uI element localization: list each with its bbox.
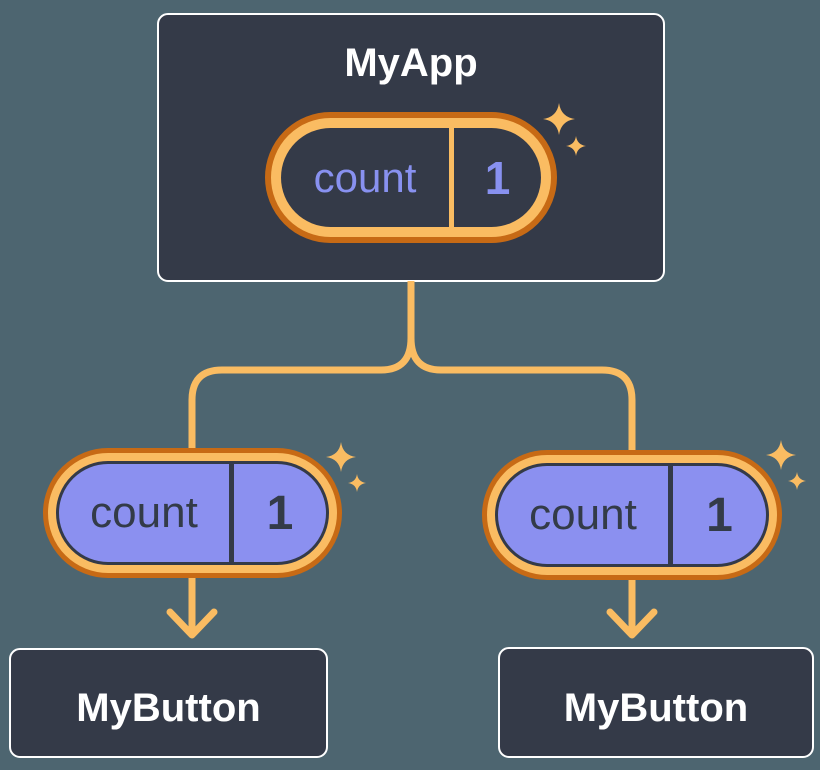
prop-pill-count-right: count 1 — [482, 450, 782, 580]
arrowhead-right-icon — [606, 608, 658, 639]
prop-pill-left-value: 1 — [266, 486, 294, 540]
sparkle-icon — [766, 440, 796, 470]
prop-pill-right-key: count — [529, 490, 637, 539]
prop-pill-left-divider — [229, 464, 234, 562]
state-pill-count: count 1 — [265, 112, 557, 243]
sparkle-icon — [348, 474, 366, 492]
node-myapp-label: MyApp — [344, 41, 478, 85]
node-mybutton-left: MyButton — [9, 648, 328, 758]
sparkle-icon — [326, 442, 356, 472]
node-mybutton-left-label: MyButton — [76, 686, 261, 730]
node-mybutton-right: MyButton — [498, 647, 814, 758]
prop-pill-right-value: 1 — [706, 488, 733, 542]
prop-pill-count-left: count 1 — [43, 448, 342, 578]
sparkle-icon — [788, 472, 806, 490]
prop-pill-right-body: count 1 — [495, 463, 769, 567]
state-pill-body: count 1 — [281, 128, 541, 227]
arrowhead-left-icon — [166, 608, 218, 639]
node-mybutton-right-label: MyButton — [563, 685, 749, 730]
state-pill-divider — [449, 128, 454, 227]
prop-pill-left-key: count — [90, 488, 198, 537]
state-pill-value: 1 — [484, 151, 511, 204]
state-pill-key: count — [313, 153, 417, 201]
prop-pill-right-divider — [668, 466, 673, 564]
prop-pill-left-body: count 1 — [56, 461, 329, 565]
